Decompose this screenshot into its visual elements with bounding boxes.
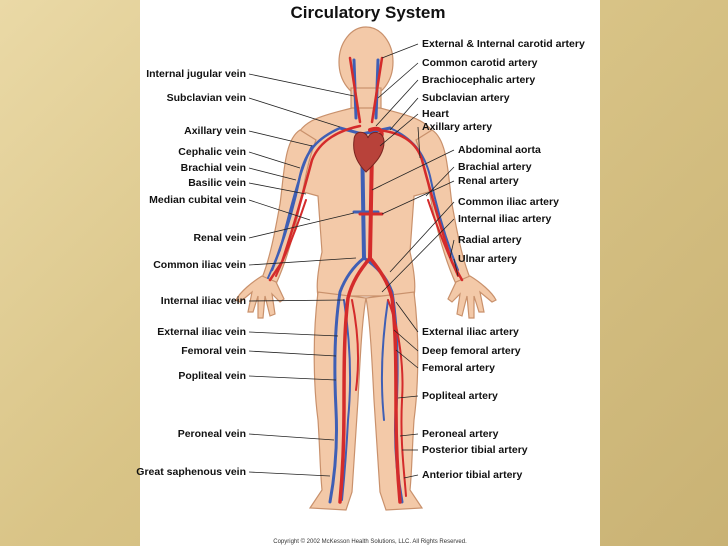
right-leader-line [403, 474, 419, 479]
right-label: Radial artery [458, 234, 522, 246]
copyright-notice: Copyright © 2002 McKesson Health Solutio… [273, 538, 467, 545]
left-label: Axillary vein [184, 125, 246, 137]
right-leader-line [395, 301, 419, 333]
right-label: Posterior tibial artery [422, 444, 528, 456]
left-leader-line [248, 182, 307, 195]
right-label: Ulnar artery [458, 253, 517, 265]
arteries [268, 56, 464, 504]
right-label: External iliac artery [422, 326, 519, 338]
right-leader-line [379, 113, 419, 147]
left-leader-line [248, 433, 335, 441]
right-leader-line [389, 97, 419, 131]
left-label: Common iliac vein [153, 259, 246, 271]
left-leader-line [248, 299, 345, 302]
right-leader-line [453, 258, 459, 277]
right-leader-line [397, 395, 419, 399]
left-label: Subclavian vein [167, 92, 246, 104]
left-leader-line [248, 471, 331, 477]
left-label: Internal iliac vein [161, 295, 246, 307]
left-label: Popliteal vein [178, 370, 246, 382]
left-label: Basilic vein [188, 177, 246, 189]
left-leader-line [248, 151, 301, 169]
right-labels: External & Internal carotid arteryCommon… [371, 38, 585, 481]
left-label: Brachial vein [181, 162, 246, 174]
right-leader-line [375, 79, 419, 127]
left-label: Renal vein [193, 232, 246, 244]
right-label: Brachial artery [458, 161, 532, 173]
left-leader-line [248, 331, 339, 337]
left-label: Internal jugular vein [146, 68, 246, 80]
right-leader-line [417, 126, 421, 159]
right-label: Common carotid artery [422, 57, 538, 69]
left-leader-line [248, 97, 341, 128]
right-label: Internal iliac artery [458, 213, 552, 225]
left-leader-line [248, 212, 355, 239]
right-leader-line [449, 239, 455, 259]
left-label: Cephalic vein [178, 146, 246, 158]
right-label: Popliteal artery [422, 390, 498, 402]
right-label: Subclavian artery [422, 92, 510, 104]
right-label: Peroneal artery [422, 428, 499, 440]
right-label: External & Internal carotid artery [422, 38, 585, 50]
right-leader-line [425, 166, 455, 197]
right-leader-line [389, 201, 455, 273]
right-label: Brachiocephalic artery [422, 74, 535, 86]
right-label: Heart [422, 108, 449, 120]
left-leader-line [248, 257, 357, 266]
right-leader-line [377, 62, 419, 99]
left-leader-line [248, 130, 313, 147]
left-label: Femoral vein [181, 345, 246, 357]
right-label: Anterior tibial artery [422, 469, 523, 481]
right-label: Renal artery [458, 175, 519, 187]
heart-illustration [353, 131, 385, 173]
left-label: Peroneal vein [178, 428, 246, 440]
left-label: Median cubital vein [149, 194, 246, 206]
right-leader-line [381, 218, 455, 293]
right-leader-line [381, 180, 455, 215]
right-leader-line [393, 329, 419, 352]
left-leader-line [248, 350, 337, 357]
left-label: Great saphenous vein [136, 466, 246, 478]
left-label: External iliac vein [157, 326, 246, 338]
diagram-title: Circulatory System [291, 3, 446, 22]
right-label: Axillary artery [422, 121, 492, 133]
right-leader-line [395, 349, 419, 369]
right-leader-line [381, 43, 419, 59]
right-label: Deep femoral artery [422, 345, 521, 357]
right-label: Femoral artery [422, 362, 495, 374]
right-leader-line [371, 149, 455, 191]
right-label: Common iliac artery [458, 196, 559, 208]
left-leader-line [248, 199, 311, 221]
left-leader-line [248, 167, 297, 181]
right-label: Abdominal aorta [458, 144, 541, 156]
left-leader-line [248, 73, 355, 97]
right-leader-line [399, 433, 419, 437]
left-leader-line [248, 375, 337, 381]
